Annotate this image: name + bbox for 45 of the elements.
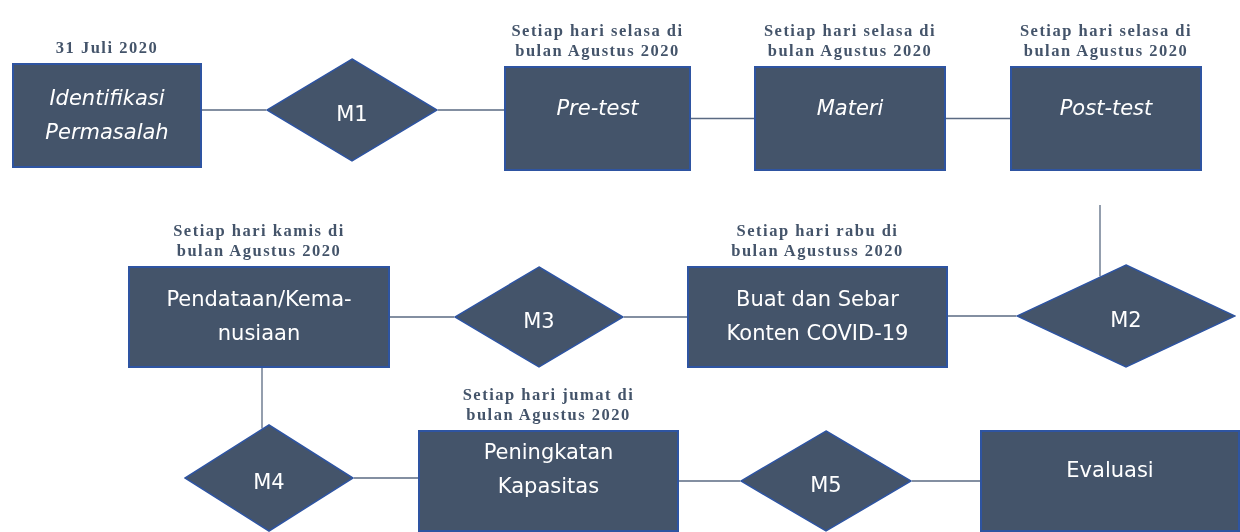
schedule-label: Setiap hari jumat di bulan Agustus 2020 — [461, 384, 636, 426]
connector-line — [353, 477, 419, 479]
milestone-label: M3 — [523, 308, 555, 336]
process-box — [980, 430, 1240, 532]
connector-line — [945, 117, 1011, 120]
connector-line — [911, 480, 981, 482]
decision-diamond — [1016, 264, 1236, 368]
connector-line — [947, 315, 1017, 317]
schedule-label: Setiap hari selasa di bulan Agustus 2020 — [510, 20, 685, 62]
connector-line — [1099, 204, 1101, 277]
step-label: Identifikasi Permasalah — [44, 84, 170, 146]
step-label: Evaluasi — [1066, 457, 1154, 484]
connector-line — [261, 367, 263, 430]
step-label: Materi — [816, 95, 884, 122]
decision-diamond — [184, 424, 354, 532]
schedule-label: 31 Juli 2020 — [54, 38, 160, 59]
process-box — [1010, 66, 1202, 171]
schedule-label: Setiap hari kamis di bulan Agustus 2020 — [172, 220, 346, 262]
connector-line — [389, 316, 455, 318]
connector-line — [623, 316, 688, 318]
step-label: Pendataan/Kema- nusiaan — [165, 286, 353, 347]
process-box — [128, 266, 390, 368]
schedule-label: Setiap hari rabu di bulan Agustuss 2020 — [730, 220, 905, 262]
connector-line — [437, 109, 505, 111]
connector-line — [678, 480, 741, 482]
schedule-label: Setiap hari selasa di bulan Agustus 2020 — [762, 20, 938, 62]
decision-diamond — [454, 266, 624, 368]
step-label: Peningkatan Kapasitas — [482, 439, 615, 500]
process-box — [12, 63, 202, 168]
decision-diamond — [266, 58, 438, 162]
process-box — [418, 430, 679, 532]
connector-line — [690, 117, 755, 120]
process-box — [504, 66, 691, 171]
process-box — [754, 66, 946, 171]
milestone-label: M5 — [810, 472, 842, 500]
step-label: Pre-test — [556, 95, 639, 122]
milestone-label: M4 — [253, 469, 285, 497]
step-label: Post-test — [1059, 95, 1153, 122]
step-label: Buat dan Sebar Konten COVID-19 — [725, 286, 910, 347]
decision-diamond — [740, 430, 912, 532]
schedule-label: Setiap hari selasa di bulan Agustus 2020 — [1018, 20, 1194, 62]
process-box — [687, 266, 948, 368]
connector-line — [201, 109, 267, 111]
milestone-label: M1 — [336, 101, 368, 129]
milestone-label: M2 — [1110, 307, 1142, 335]
